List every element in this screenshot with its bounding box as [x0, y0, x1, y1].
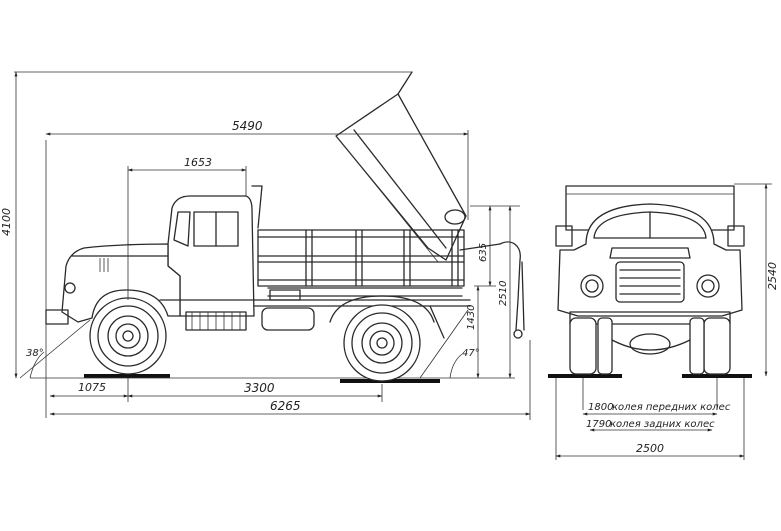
front-view-wheels	[569, 317, 731, 375]
rear-wheel	[329, 295, 435, 382]
approach-angle-label: 38°	[26, 348, 44, 359]
front-view: 2540 1800 колея передних колес 1790 коле…	[548, 183, 779, 460]
front-view-cab	[555, 203, 745, 325]
front-height-label: 2540	[766, 262, 779, 290]
lowered-height-label: 2510	[498, 281, 509, 306]
departure-angle-label: 47°	[462, 348, 480, 359]
body-length-label: 5490	[232, 119, 263, 133]
departure-angle-line	[419, 309, 469, 379]
raised-dump-body	[335, 71, 467, 263]
overall-height-label: 4100	[0, 208, 13, 236]
cab	[167, 185, 263, 331]
overall-length-label: 6265	[270, 399, 301, 413]
frame-height-label: 1430	[466, 305, 477, 330]
hood	[45, 243, 181, 325]
cab-length-label: 1653	[184, 156, 212, 169]
rear-track-value: 1790	[586, 419, 611, 430]
approach-angle-line	[19, 319, 91, 379]
side-view: 4100 5490 1653 1075 3300 6265 635 1430 2…	[0, 71, 531, 420]
front-track-label: колея передних колес	[612, 402, 731, 413]
chassis	[159, 289, 471, 339]
tail-hook	[459, 241, 525, 339]
overall-width-label: 2500	[636, 442, 664, 455]
wheelbase-label: 3300	[244, 381, 275, 395]
cargo-body	[257, 229, 465, 297]
front-overhang-label: 1075	[78, 381, 106, 394]
rear-track-label: колея задних колес	[610, 419, 715, 430]
body-side-height-label: 635	[478, 243, 489, 262]
front-track-value: 1800	[588, 402, 613, 413]
front-wheel	[89, 297, 167, 375]
